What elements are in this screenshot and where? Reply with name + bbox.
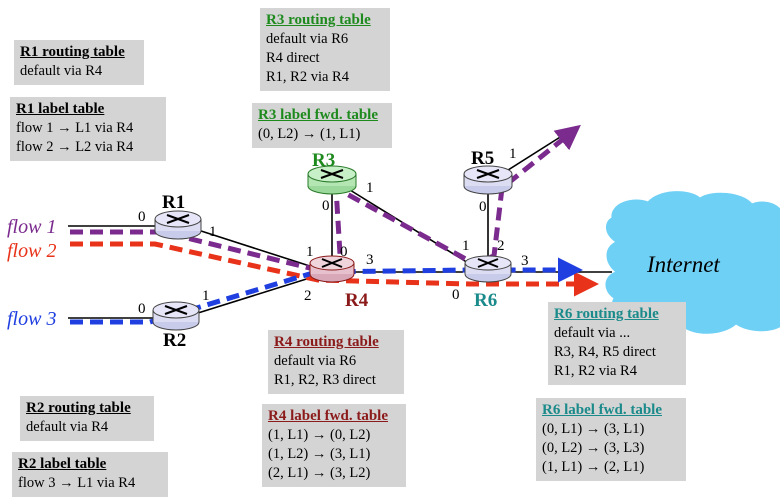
router-r5-icon[interactable]: [463, 165, 513, 195]
port-label: 0: [322, 198, 330, 214]
port-label: 1: [366, 180, 374, 196]
r3-label-table-title: R3 label fwd. table: [258, 107, 378, 123]
flow3-label: flow 3: [7, 308, 56, 330]
port-label: 0: [340, 244, 348, 260]
r3-routing-table: R3 routing table default via R6 R4 direc…: [260, 8, 390, 91]
r6-label-table: R6 label fwd. table (0, L1) → (3, L1) (0…: [536, 398, 686, 481]
r1-routing-table-title: R1 routing table: [20, 44, 125, 60]
r1-routing-table: R1 routing table default via R4: [14, 40, 144, 85]
r1-label-table-title: R1 label table: [16, 101, 105, 117]
r6-label-table-line: (1, L1) → (2, L1): [542, 459, 645, 475]
router-r3-label: R3: [312, 150, 335, 171]
router-r6-label: R6: [474, 290, 497, 311]
port-label: 1: [509, 146, 517, 162]
port-label: 0: [479, 199, 487, 215]
internet-label: Internet: [646, 252, 720, 277]
r2-routing-table: R2 routing table default via R4: [20, 396, 154, 441]
port-label: 0: [138, 209, 146, 225]
r6-label-table-line: (0, L1) → (3, L1): [542, 421, 645, 437]
r4-label-table-line: (1, L1) → (0, L2): [268, 427, 371, 443]
r1-routing-table-line: default via R4: [20, 63, 103, 79]
router-r1-icon[interactable]: [154, 210, 202, 240]
r1-label-table-line: flow 1 → L1 via R4: [16, 120, 134, 136]
r3-routing-table-line: R1, R2 via R4: [266, 69, 349, 85]
router-r2-label: R2: [163, 330, 186, 351]
router-r1-label: R1: [162, 192, 185, 213]
r4-label-table: R4 label fwd. table (1, L1) → (0, L2) (1…: [262, 404, 406, 487]
port-label: 1: [306, 244, 314, 260]
r4-label-table-line: (2, L1) → (3, L2): [268, 465, 371, 481]
r6-routing-table-line: default via ...: [554, 325, 631, 341]
router-r4-label: R4: [345, 290, 369, 311]
r4-routing-table-title: R4 routing table: [274, 334, 379, 350]
r3-routing-table-line: default via R6: [266, 31, 349, 47]
r3-routing-table-title: R3 routing table: [266, 12, 371, 28]
internet-cloud: [605, 191, 780, 334]
port-label: 0: [138, 301, 146, 317]
port-label: 3: [366, 252, 374, 268]
r1-label-table: R1 label table flow 1 → L1 via R4 flow 2…: [10, 97, 166, 161]
r3-label-table: R3 label fwd. table (0, L2) → (1, L1): [252, 103, 392, 148]
flow2-label: flow 2: [7, 240, 56, 262]
r6-routing-table-line: R3, R4, R5 direct: [554, 344, 656, 360]
r4-routing-table-line: default via R6: [274, 353, 357, 369]
r4-routing-table-line: R1, R2, R3 direct: [274, 372, 376, 388]
router-r5-label: R5: [471, 148, 494, 169]
r6-label-table-title: R6 label fwd. table: [542, 402, 662, 418]
r4-label-table-line: (1, L2) → (3, L1): [268, 446, 371, 462]
router-r3-icon[interactable]: [307, 165, 357, 195]
port-label: 2: [304, 288, 312, 304]
router-r4-icon[interactable]: [309, 255, 355, 283]
r2-label-table-line: flow 3 → L1 via R4: [18, 475, 136, 491]
r2-label-table: R2 label table flow 3 → L1 via R4: [12, 452, 168, 497]
r6-routing-table-title: R6 routing table: [554, 306, 659, 322]
r2-routing-table-title: R2 routing table: [26, 400, 131, 416]
r3-routing-table-line: R4 direct: [266, 50, 320, 66]
r6-routing-table-line: R1, R2 via R4: [554, 363, 637, 379]
port-label: 1: [209, 224, 217, 240]
r3-label-table-line: (0, L2) → (1, L1): [258, 126, 361, 142]
port-label: 1: [202, 288, 210, 304]
r2-label-table-title: R2 label table: [18, 456, 107, 472]
port-label: 0: [452, 287, 460, 303]
router-r2-icon[interactable]: [152, 301, 200, 331]
r4-routing-table: R4 routing table default via R6 R1, R2, …: [268, 330, 404, 394]
r2-routing-table-line: default via R4: [26, 419, 109, 435]
r4-label-table-title: R4 label fwd. table: [268, 408, 388, 424]
port-label: 1: [462, 238, 470, 254]
r6-label-table-line: (0, L2) → (3, L3): [542, 440, 645, 456]
port-label: 3: [521, 253, 529, 269]
flow1-label: flow 1: [7, 216, 56, 238]
router-r6-icon[interactable]: [464, 255, 512, 283]
r1-label-table-line: flow 2 → L2 via R4: [16, 139, 134, 155]
r6-routing-table: R6 routing table default via ... R3, R4,…: [548, 302, 686, 385]
port-label: 2: [497, 238, 505, 254]
